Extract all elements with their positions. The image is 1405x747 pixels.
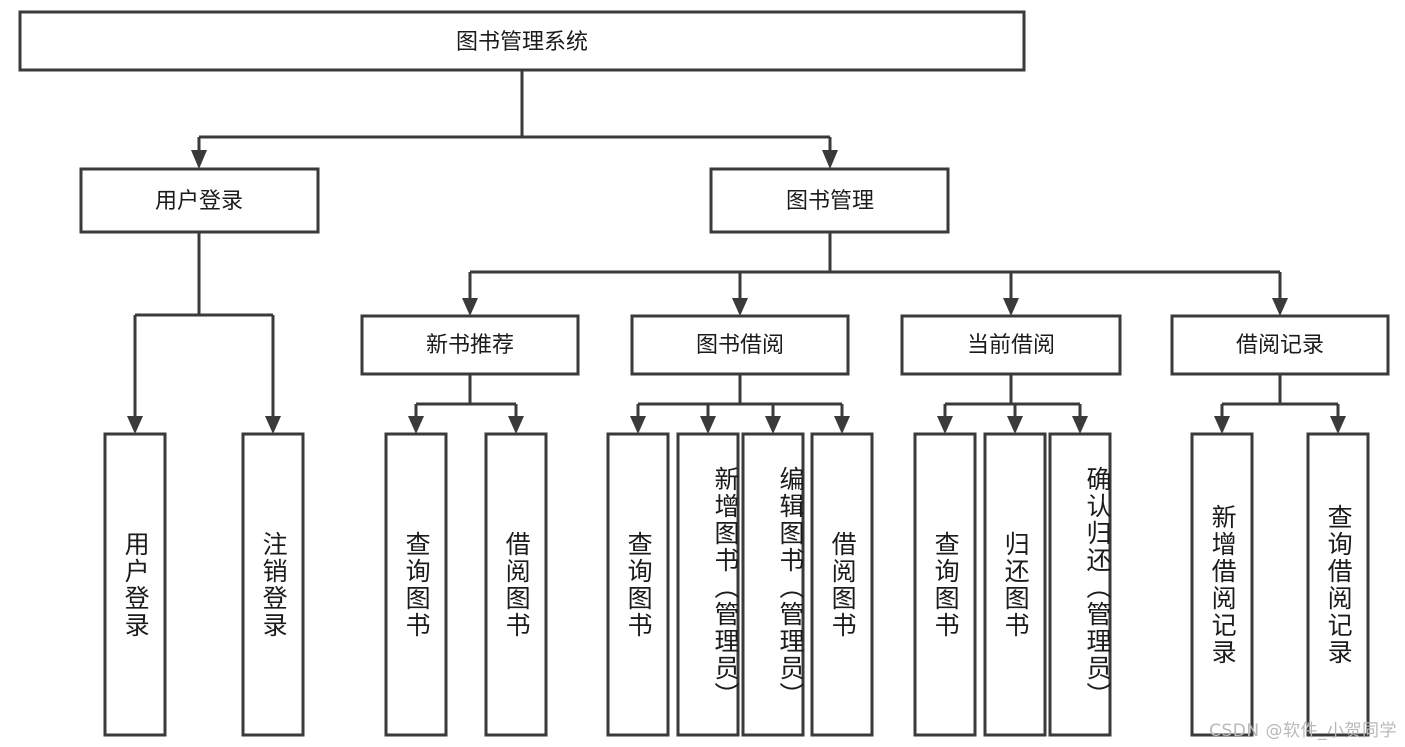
current-borrow-node-label: 当前借阅 — [967, 333, 1055, 358]
arrow-borrow-leaf-1 — [630, 416, 646, 434]
user-login-node-label: 用户登录 — [155, 189, 243, 214]
arrow-userlogin-leaf-1 — [127, 416, 143, 434]
leaf-box-edit-book-admin[interactable] — [741, 432, 805, 737]
leaf-box-return-book[interactable] — [983, 432, 1047, 737]
leaf-box-add-borrow-record[interactable] — [1190, 432, 1254, 737]
arrow-bookmgmt-to-newbook — [462, 298, 478, 316]
arrow-newbook-leaf-1 — [408, 416, 424, 434]
node-user-login[interactable]: 用户登录 — [79, 167, 320, 234]
root-node-label: 图书管理系统 — [456, 30, 588, 55]
current-borrow-node-box[interactable] — [900, 314, 1122, 376]
book-management-node-box[interactable] — [709, 167, 950, 234]
arrow-record-leaf-1 — [1214, 416, 1230, 434]
leaf-box-confirm-return[interactable] — [1048, 432, 1112, 737]
user-login-node-box[interactable] — [79, 167, 320, 234]
leaf-box-query-borrow-record[interactable] — [1306, 432, 1370, 737]
leaf-node-boxes — [103, 432, 1370, 737]
book-borrow-node-label: 图书借阅 — [696, 333, 784, 358]
arrow-root-to-book-mgmt — [822, 150, 838, 169]
node-current-borrow[interactable]: 当前借阅 — [900, 314, 1122, 376]
borrow-record-node-box[interactable] — [1170, 314, 1390, 376]
leaf-box-query-book-rec[interactable] — [384, 432, 448, 737]
book-management-node-label: 图书管理 — [786, 189, 874, 214]
leaf-box-query-book-brw[interactable] — [606, 432, 670, 737]
arrow-current-leaf-2 — [1007, 416, 1023, 434]
leaf-box-user-login[interactable] — [103, 432, 167, 737]
node-book-borrow[interactable]: 图书借阅 — [630, 314, 850, 376]
leaf-box-logout[interactable] — [241, 432, 305, 737]
arrow-root-to-user-login — [191, 150, 207, 169]
node-root-system[interactable]: 图书管理系统 — [18, 10, 1026, 72]
node-book-management[interactable]: 图书管理 — [709, 167, 950, 234]
arrow-bookmgmt-to-borrow — [732, 298, 748, 316]
arrow-bookmgmt-to-current — [1003, 298, 1019, 316]
arrow-borrow-leaf-3 — [765, 416, 781, 434]
new-book-recommend-node-label: 新书推荐 — [426, 333, 514, 358]
arrow-current-leaf-3 — [1072, 416, 1088, 434]
new-book-recommend-node-box[interactable] — [360, 314, 580, 376]
leaf-box-borrow-book-rec[interactable] — [484, 432, 548, 737]
arrow-record-leaf-2 — [1330, 416, 1346, 434]
connector-lines — [127, 70, 1346, 434]
leaf-box-add-book-admin[interactable] — [676, 432, 740, 737]
root-node-box[interactable] — [18, 10, 1026, 72]
arrow-newbook-leaf-2 — [508, 416, 524, 434]
arrow-current-leaf-1 — [937, 416, 953, 434]
arrow-userlogin-leaf-2 — [265, 416, 281, 434]
arrow-borrow-leaf-2 — [700, 416, 716, 434]
node-new-book-recommend[interactable]: 新书推荐 — [360, 314, 580, 376]
arrow-bookmgmt-to-record — [1272, 298, 1288, 316]
book-borrow-node-box[interactable] — [630, 314, 850, 376]
node-borrow-record[interactable]: 借阅记录 — [1170, 314, 1390, 376]
leaf-box-borrow-book-brw[interactable] — [810, 432, 874, 737]
leaf-box-query-book-cur[interactable] — [913, 432, 977, 737]
watermark-text: CSDN @软件_小贺同学 — [1209, 721, 1397, 741]
arrow-borrow-leaf-4 — [834, 416, 850, 434]
borrow-record-node-label: 借阅记录 — [1236, 333, 1324, 358]
